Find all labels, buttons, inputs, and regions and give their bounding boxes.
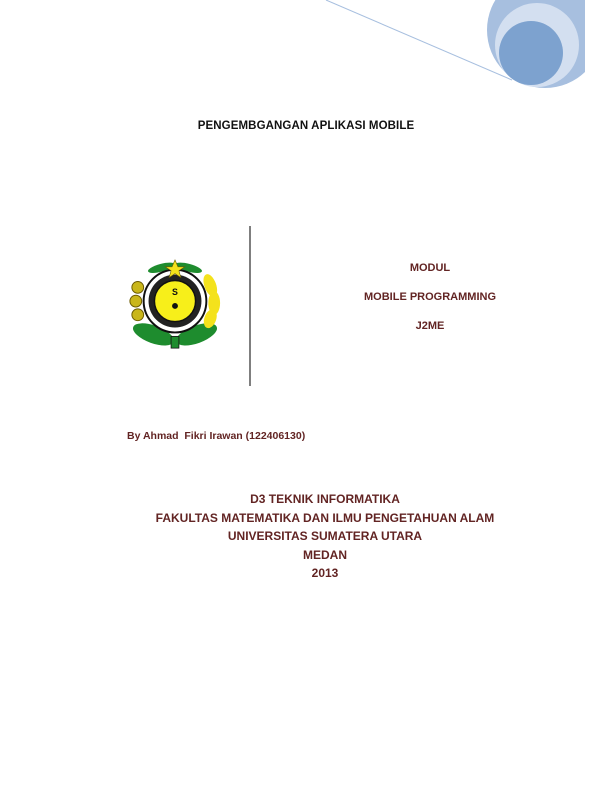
module-subject: MOBILE PROGRAMMING — [364, 291, 496, 303]
module-info: MODUL MOBILE PROGRAMMING J2ME — [330, 260, 530, 347]
vertical-divider — [249, 226, 251, 386]
document-title: PENGEMBGANGAN APLIKASI MOBILE — [197, 120, 415, 132]
module-platform: J2ME — [415, 320, 445, 332]
svg-text:S: S — [172, 287, 178, 297]
author-line: By Ahmad Fikri Irawan (122406130) — [127, 430, 306, 442]
diagonal-line — [325, 0, 513, 81]
module-label: MODUL — [409, 262, 451, 274]
city-name: MEDAN — [303, 547, 347, 562]
corner-circles-decoration — [325, 0, 585, 88]
program-name: D3 TEKNIK INFORMATIKA — [250, 492, 400, 506]
institution-block: D3 TEKNIK INFORMATIKA FAKULTAS MATEMATIK… — [0, 490, 612, 583]
year: 2013 — [311, 566, 339, 580]
faculty-name: FAKULTAS MATEMATIKA DAN ILMU PENGETAHUAN… — [155, 510, 495, 525]
university-name: UNIVERSITAS SUMATERA UTARA — [227, 529, 423, 543]
inner-circle — [499, 21, 563, 85]
university-emblem-icon: S — [129, 259, 221, 349]
